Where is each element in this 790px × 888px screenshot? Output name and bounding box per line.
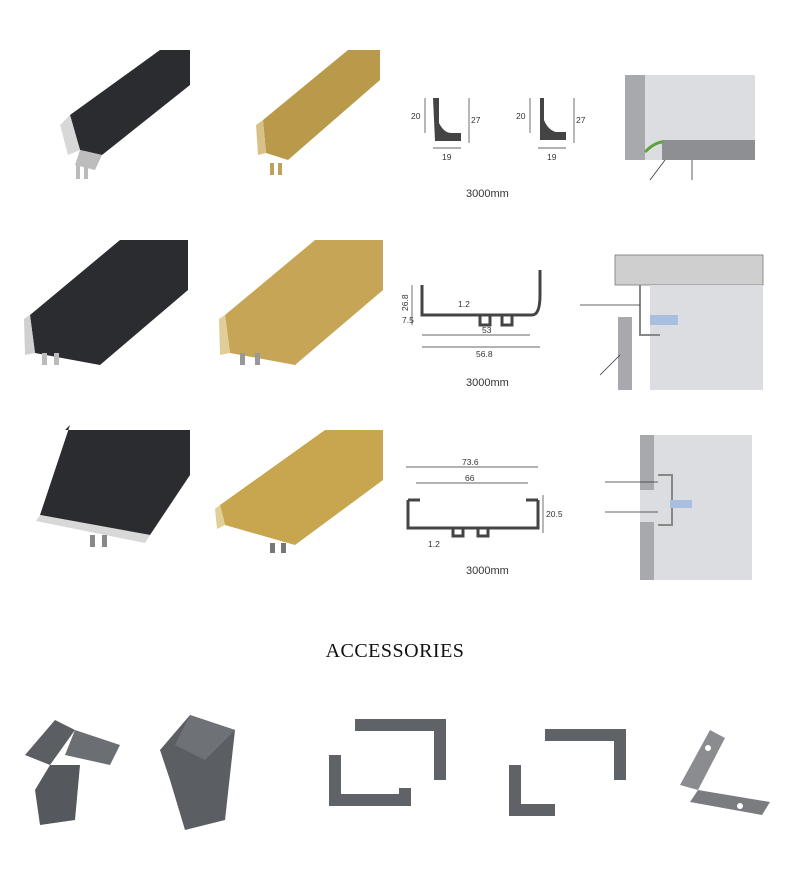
accessory-angle-bracket <box>670 720 780 820</box>
profile-gold-channel <box>215 425 385 555</box>
installation-diagram-1 <box>620 70 760 185</box>
dim-height-27: 27 <box>471 115 481 125</box>
dim-20-5: 20.5 <box>546 509 563 519</box>
dim-height-20: 20 <box>516 111 526 121</box>
dim-26-8: 26.8 <box>400 294 410 311</box>
dim-7-5: 7.5 <box>402 315 414 325</box>
drawing-channel-profile: 73.6 66 20.5 1.2 <box>398 455 563 555</box>
dim-56-8: 56.8 <box>476 349 493 359</box>
accessory-corner-connector <box>20 710 130 830</box>
profile-black-channel <box>30 425 195 555</box>
dim-1-2: 1.2 <box>458 299 470 309</box>
installation-diagram-3 <box>600 430 755 585</box>
drawing-g-profile-a: 20 27 19 <box>405 88 485 163</box>
accessory-end-cap-frame-small <box>505 720 630 830</box>
dim-1-2: 1.2 <box>428 539 440 549</box>
dim-width-19: 19 <box>547 152 557 162</box>
dim-73-6: 73.6 <box>462 457 479 467</box>
length-label: 3000mm <box>466 565 509 577</box>
dim-height-27: 27 <box>576 115 586 125</box>
drawing-g-profile-b: 20 27 19 <box>510 88 590 163</box>
dim-66: 66 <box>465 473 475 483</box>
dim-53: 53 <box>482 325 492 335</box>
profile-black-g-handle <box>40 45 200 190</box>
accessory-end-cap-frame-large <box>310 710 455 830</box>
accessory-end-cap-3d <box>150 710 245 835</box>
profile-black-flat <box>20 235 195 375</box>
profile-gold-flat <box>215 235 390 375</box>
dim-width-19: 19 <box>442 152 452 162</box>
length-label: 3000mm <box>466 377 509 389</box>
profile-gold-g-handle <box>248 45 388 185</box>
dim-height-20: 20 <box>411 111 421 121</box>
drawing-flat-profile: 26.8 7.5 1.2 53 56.8 <box>400 265 542 365</box>
installation-diagram-2 <box>580 254 765 395</box>
section-title-accessories: ACCESSORIES <box>325 640 465 662</box>
length-label: 3000mm <box>466 188 509 200</box>
